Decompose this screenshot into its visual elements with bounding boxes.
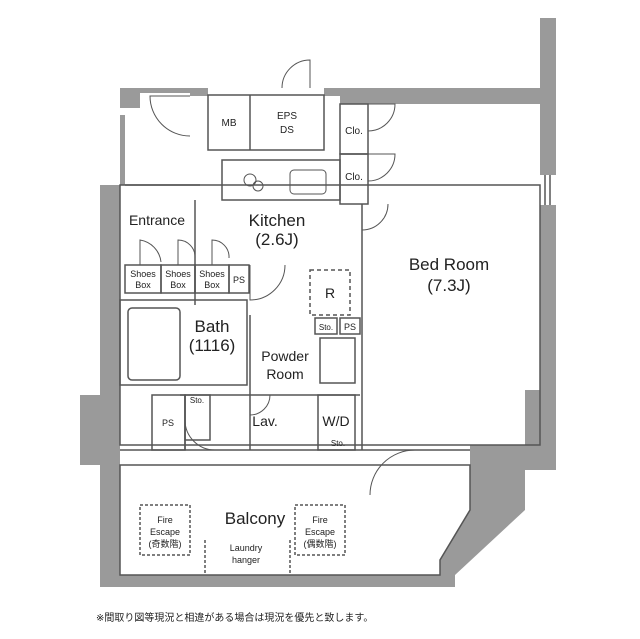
footnote: ※間取り図等現況と相違がある場合は現況を優先と致します。 — [96, 613, 374, 624]
room-labels: MB EPS DS Clo. Clo. Entrance Kitchen (2.… — [129, 111, 489, 565]
label-sto-1: Sto. — [319, 323, 333, 332]
door-swings — [139, 59, 416, 496]
label-sto-2: Sto. — [190, 396, 204, 405]
label-fire-escape-left-1: Fire — [157, 515, 173, 525]
label-balcony: Balcony — [225, 509, 286, 528]
label-ds: DS — [280, 125, 294, 136]
kitchen-fixtures — [243, 169, 327, 195]
label-shoes-box-1a: Shoes — [130, 269, 156, 279]
label-fire-escape-left-3: (奇数階) — [149, 538, 182, 549]
label-refrigerator: R — [325, 285, 335, 301]
label-bedroom: Bed Room — [409, 255, 489, 274]
label-bath-size: (1116) — [189, 336, 236, 355]
label-clo-2: Clo. — [345, 172, 363, 183]
label-wd: W/D — [322, 413, 349, 429]
label-shoes-box-2a: Shoes — [165, 269, 191, 279]
label-clo-1: Clo. — [345, 126, 363, 137]
label-laundry: Laundry — [230, 543, 263, 553]
label-sto-3: Sto. — [331, 439, 345, 448]
label-fire-escape-right-2: Escape — [305, 527, 335, 537]
label-laundry-hanger: hanger — [232, 555, 260, 565]
label-ps-1: PS — [233, 275, 245, 285]
label-shoes-box-2b: Box — [170, 280, 186, 290]
label-eps: EPS — [277, 111, 297, 122]
label-shoes-box-3a: Shoes — [199, 269, 225, 279]
label-mb: MB — [222, 118, 237, 129]
exterior-walls — [80, 18, 556, 587]
label-fire-escape-right-3: (偶数階) — [304, 538, 337, 549]
label-powder: Powder — [261, 348, 309, 364]
interior-lines — [119, 94, 551, 576]
label-fire-escape-left-2: Escape — [150, 527, 180, 537]
label-kitchen: Kitchen — [249, 211, 306, 230]
label-shoes-box-3b: Box — [204, 280, 220, 290]
label-powder-room: Room — [266, 366, 303, 382]
label-shoes-box-1b: Box — [135, 280, 151, 290]
label-bath: Bath — [195, 317, 230, 336]
label-entrance: Entrance — [129, 212, 185, 228]
label-lav: Lav. — [252, 413, 277, 429]
label-ps-2: PS — [344, 322, 356, 332]
label-fire-escape-right-1: Fire — [312, 515, 328, 525]
label-bedroom-size: (7.3J) — [427, 276, 470, 295]
label-ps-3: PS — [162, 418, 174, 428]
label-kitchen-size: (2.6J) — [255, 230, 298, 249]
